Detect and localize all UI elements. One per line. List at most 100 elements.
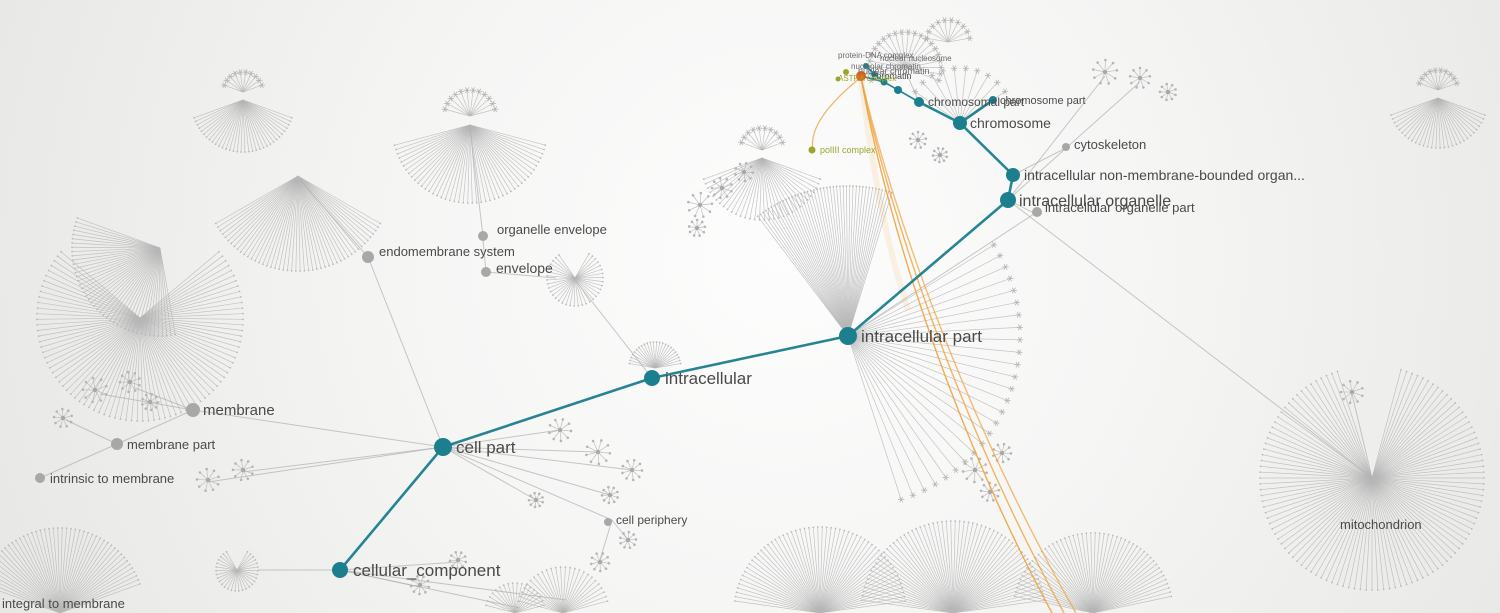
flower-cluster [548,418,573,443]
gray-edges [39,69,1373,609]
leaf-node-glyph [866,57,873,64]
label-chromosome-part[interactable]: chromosome part [1000,95,1086,107]
term-node-gray[interactable] [35,473,45,483]
leaf-node-glyph [984,72,992,79]
leaf-node-glyph [740,134,748,141]
node-intracellular-part[interactable] [839,327,857,345]
node-cell-part[interactable] [434,438,452,456]
label-protein-dna-complex[interactable]: protein-DNA complex [838,51,914,60]
leaf-node-glyph [960,23,967,30]
label-intrinsic-to-membrane[interactable]: intrinsic to membrane [50,471,174,486]
leaf-node-glyph [1015,311,1022,318]
term-node-gray[interactable] [111,438,123,450]
label-chromatin[interactable]: chromatin [872,71,912,81]
ontology-edge [39,443,118,479]
leaf-node-glyph [941,17,948,24]
label-nuclear-nucleosome[interactable]: nuclear nucleosome [880,54,952,63]
label-endomembrane-system[interactable]: endomembrane system [379,244,515,259]
leaf-node-glyph [223,77,230,84]
leaf-node-glyph [258,82,265,89]
node-intracellular-non-membrane-bounded-organ[interactable] [1006,168,1020,182]
term-node-gray[interactable] [478,231,488,241]
label-intracellular-part[interactable]: intracellular part [861,327,982,346]
leaf-node-glyph [772,129,780,136]
leaf-node-glyph [750,126,757,133]
label-nuclear-chromatin[interactable]: nuclear chromatin [858,66,930,76]
highlight-path-edge [442,376,653,449]
flower-cluster [931,146,949,164]
leaf-node-glyph [897,496,905,503]
label-cell-periphery[interactable]: cell periphery [616,513,687,527]
label-astra-complex[interactable]: ASTRA complex [838,74,896,83]
term-node-gray[interactable] [1032,207,1042,217]
label-chromosomal-part[interactable]: chromosomal part [928,95,1025,109]
orange-relation-edge [858,76,911,311]
term-node-gray[interactable] [604,518,612,526]
term-node-selected-orange[interactable] [856,71,866,81]
leaf-node-glyph [1016,349,1023,356]
leaf-node-glyph [925,28,932,35]
term-node-green[interactable] [835,76,841,82]
node-intracellular-organelle[interactable] [1000,192,1016,208]
label-nucleolar-chromatin[interactable]: nucleolar chromatin [851,62,921,71]
term-node-path[interactable] [880,78,888,86]
flower-cluster [1091,58,1119,85]
label-cellular-component[interactable]: cellular_component [353,561,501,580]
label-organelle-envelope[interactable]: organelle envelope [497,222,607,237]
term-node-green[interactable] [843,69,849,75]
label-integral-to-membrane[interactable]: integral to membrane [2,596,125,611]
term-node-green[interactable] [808,146,816,154]
leaf-node-glyph [1416,80,1423,87]
leaf-node-glyph [443,100,451,107]
term-node-path[interactable] [863,63,869,69]
label-intracellular[interactable]: intracellular [665,369,752,388]
label-mitochondrion[interactable]: mitochondrion [1340,517,1422,532]
flower-cluster [81,376,108,404]
label-intracellular-organelle[interactable]: intracellular organelle [1019,193,1171,210]
label-intracellular-non-membrane-bounded-organ[interactable]: intracellular non-membrane-bounded organ… [1024,167,1305,183]
label-membrane-part[interactable]: membrane part [127,437,216,452]
leaf-node-glyph [1014,361,1021,368]
ontology-edge [192,409,444,448]
fan-cluster [193,99,293,153]
label-envelope[interactable]: envelope [496,260,553,276]
leaf-node-glyph [779,139,786,146]
label-intracellular-organelle-part[interactable]: intracellular organelle part [1045,200,1195,215]
label-membrane[interactable]: membrane [203,402,275,419]
leaf-node-glyph [966,35,973,42]
orange-relation-edge [860,76,1053,613]
leaf-node-glyph [935,77,943,84]
highlight-path-edge [959,122,1014,176]
flower-cluster [195,467,220,493]
node-chromosome[interactable] [953,116,967,130]
ontology-edge [367,256,444,448]
term-node-gray[interactable] [362,251,374,263]
leaf-node-glyph [990,241,998,248]
leaf-node-glyph [776,134,784,141]
node-intracellular[interactable] [644,370,660,386]
term-node-path[interactable] [894,86,902,94]
label-poliii-complex[interactable]: polIII complex [820,145,876,155]
term-node-path[interactable] [871,71,877,77]
label-cytoskeleton[interactable]: cytoskeleton [1074,137,1146,152]
leaf-node-glyph [447,95,454,102]
leaf-node-glyph [1016,324,1023,331]
leaf-node-glyph [974,67,981,74]
term-node-gray[interactable] [481,267,491,277]
term-node-gray[interactable] [1062,143,1070,151]
leaf-node-glyph [767,126,774,133]
ontology-edge [599,519,613,561]
flower-cluster [1158,82,1177,102]
label-cell-part[interactable]: cell part [456,438,516,457]
orange-relation-edge [860,76,1065,613]
leaf-node-glyph [934,19,942,26]
leaf-node-glyph [962,65,970,72]
highlight-path-edge [339,446,444,571]
node-chromosomal-part[interactable] [914,97,924,107]
term-node-gray[interactable] [186,403,200,417]
node-chromosome-part[interactable] [989,96,997,104]
label-chromosome[interactable]: chromosome [970,115,1051,131]
node-cellular-component[interactable] [332,562,348,578]
